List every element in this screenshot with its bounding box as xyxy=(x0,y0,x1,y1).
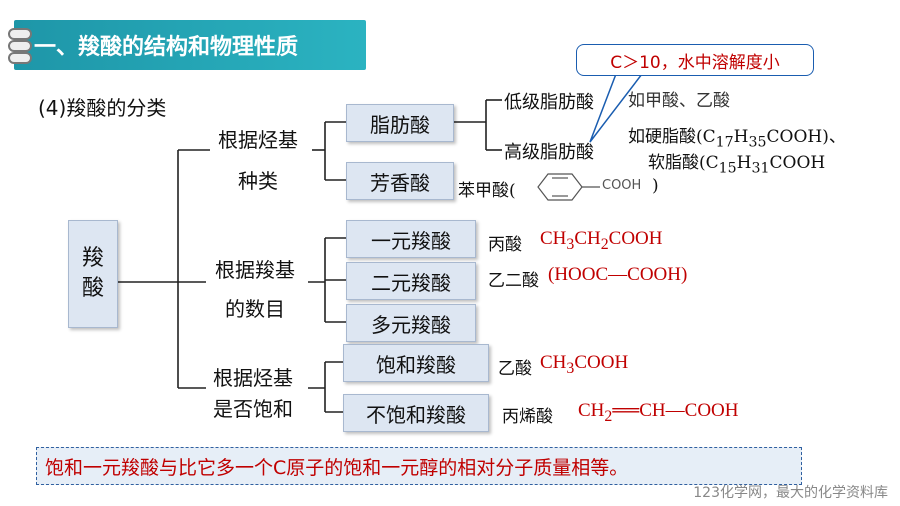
root-carboxylic-acid: 羧 酸 xyxy=(68,220,118,328)
key-note-text: 饱和一元羧酸与比它多一个C原子的饱和一元醇的相对分子质量相等。 xyxy=(45,456,629,479)
example-text: 软脂酸(C xyxy=(648,153,719,173)
example-mono-name: 丙酸 xyxy=(488,235,522,255)
formula-part: ══CH—COOH xyxy=(612,400,739,421)
example-sat-formula: CH3COOH xyxy=(540,352,628,378)
watermark: 123化学网，最大的化学资料库 xyxy=(693,485,888,501)
node-polycarboxylic-acid: 多元羧酸 xyxy=(346,304,476,342)
example-higher-palmitic: 软脂酸(C15H31COOH xyxy=(648,148,825,176)
header-title: 一、羧酸的结构和物理性质 xyxy=(34,35,299,60)
root-line2: 酸 xyxy=(81,276,104,301)
node-aromatic-acid: 芳香酸 xyxy=(346,162,454,200)
criterion-line: 是否饱和 xyxy=(213,397,293,421)
criterion-hydrocarbon-kind: 根据烃基 种类 xyxy=(203,124,313,194)
example-text: 如硬脂酸(C xyxy=(628,127,716,147)
formula-part: COOH xyxy=(574,352,629,373)
criterion-line: 根据烃基 xyxy=(218,128,298,152)
example-text: COOH)、 xyxy=(766,127,846,147)
example-sub: 35 xyxy=(748,134,767,151)
example-di-name: 乙二酸 xyxy=(488,271,539,291)
example-mono-formula: CH3CH2COOH xyxy=(540,228,663,254)
node-aliphatic-acid: 脂肪酸 xyxy=(346,104,454,142)
node-saturated-acid: 饱和羧酸 xyxy=(343,344,489,382)
formula-part: CH xyxy=(540,352,567,373)
example-aromatic-group: COOH xyxy=(602,178,642,193)
formula-sub: 3 xyxy=(566,359,575,377)
section-title: (4)羧酸的分类 xyxy=(38,96,167,120)
example-lower: 如甲酸、乙酸 xyxy=(628,91,730,111)
example-higher-stearic: 如硬脂酸(C17H35COOH)、 xyxy=(628,122,846,150)
example-text: H xyxy=(733,127,749,147)
formula-part: CH xyxy=(540,228,567,249)
example-aromatic-name: 苯甲酸( xyxy=(458,181,516,201)
example-unsat-name: 丙烯酸 xyxy=(502,407,553,427)
example-unsat-formula: CH2══CH—COOH xyxy=(578,400,738,426)
formula-sub: 2 xyxy=(604,407,613,425)
formula-sub: 2 xyxy=(600,235,609,253)
example-sat-name: 乙酸 xyxy=(498,359,532,379)
criterion-saturation: 根据烃基 是否饱和 xyxy=(198,362,308,422)
example-text: COOH xyxy=(769,153,826,173)
criterion-line: 种类 xyxy=(238,169,278,193)
criterion-line: 根据羧基 xyxy=(215,258,295,282)
header-banner: 一、羧酸的结构和物理性质 xyxy=(14,20,366,70)
criterion-line: 的数目 xyxy=(225,297,285,321)
formula-part: CH xyxy=(574,228,601,249)
node-unsaturated-acid: 不饱和羧酸 xyxy=(343,394,489,432)
root-line1: 羧 xyxy=(81,246,104,271)
example-aromatic-close: ) xyxy=(652,176,659,196)
subnode-higher-fatty-acid: 高级脂肪酸 xyxy=(504,142,594,163)
example-sub: 15 xyxy=(718,160,737,177)
example-sub: 31 xyxy=(751,160,770,177)
example-text: H xyxy=(736,153,752,173)
formula-sub: 3 xyxy=(566,235,575,253)
node-monocarboxylic-acid: 一元羧酸 xyxy=(346,220,476,258)
subnode-lower-fatty-acid: 低级脂肪酸 xyxy=(504,92,594,113)
example-sub: 17 xyxy=(715,134,734,151)
formula-part: COOH xyxy=(608,228,663,249)
node-dicarboxylic-acid: 二元羧酸 xyxy=(346,262,476,300)
benzene-ring-icon xyxy=(537,173,600,201)
callout-solubility: C＞10，水中溶解度小 xyxy=(576,44,814,76)
criterion-line: 根据烃基 xyxy=(213,366,293,390)
formula-part: CH xyxy=(578,400,605,421)
criterion-carboxyl-count: 根据羧基 的数目 xyxy=(200,254,310,322)
example-di-formula: (HOOC—COOH) xyxy=(548,264,688,285)
key-note: 饱和一元羧酸与比它多一个C原子的饱和一元醇的相对分子质量相等。 xyxy=(36,447,802,485)
binder-rings-icon xyxy=(0,20,32,70)
